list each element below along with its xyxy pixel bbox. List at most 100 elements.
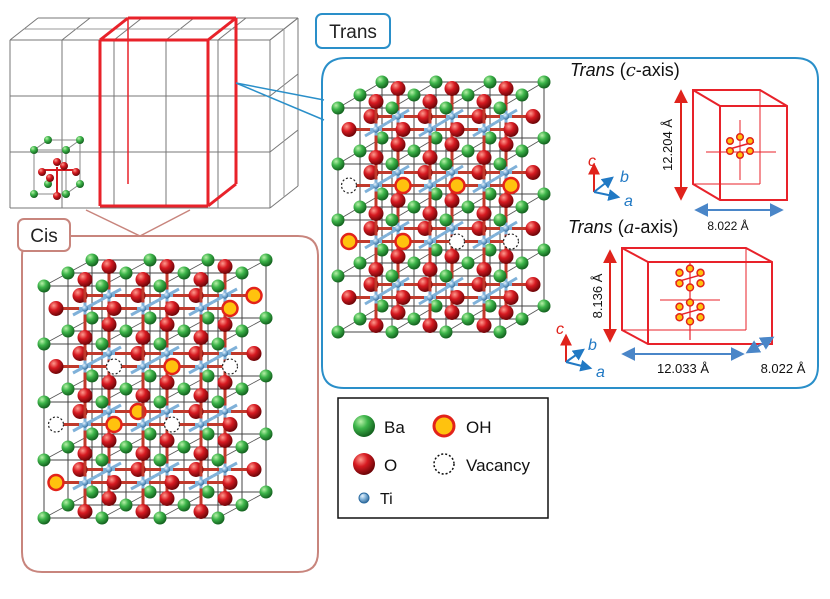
mini-ba-atom bbox=[62, 190, 70, 198]
o-atom bbox=[48, 301, 64, 316]
oh-site bbox=[675, 302, 684, 311]
o-atom bbox=[525, 221, 541, 236]
o-atom bbox=[390, 249, 406, 264]
trans-a-title: Trans (a-axis) bbox=[568, 217, 678, 238]
vacancy bbox=[502, 233, 520, 250]
ba-atom bbox=[515, 88, 529, 102]
ba-atom bbox=[119, 266, 133, 280]
o-atom bbox=[503, 122, 519, 137]
ba-atom bbox=[201, 369, 215, 383]
o-atom bbox=[193, 504, 209, 519]
trans-c-box bbox=[692, 89, 788, 201]
axis-b-label-2: b bbox=[588, 337, 597, 354]
ba-atom bbox=[85, 253, 99, 267]
ba-atom bbox=[375, 131, 389, 145]
ti-atom bbox=[448, 281, 456, 288]
trans-c-title-d: -axis) bbox=[636, 60, 680, 80]
mini-o-atom bbox=[53, 192, 61, 200]
o-atom bbox=[498, 193, 514, 208]
ba-atom bbox=[385, 213, 399, 227]
o-atom bbox=[422, 206, 438, 221]
o-atom bbox=[159, 317, 175, 332]
trans-c-title-c: c bbox=[626, 60, 636, 81]
ti-atom bbox=[480, 238, 488, 245]
ba-atom bbox=[429, 131, 443, 145]
ba-atom bbox=[177, 382, 191, 396]
ba-atom bbox=[537, 299, 551, 313]
red-box-edge bbox=[207, 182, 237, 208]
vacancy bbox=[340, 177, 358, 194]
ba-atom bbox=[153, 511, 167, 525]
o-atom bbox=[101, 259, 117, 274]
o-atom bbox=[101, 433, 117, 448]
oh-site bbox=[685, 317, 695, 326]
ba-atom bbox=[201, 253, 215, 267]
o-atom bbox=[217, 317, 233, 332]
trans-c-title: Trans (c-axis) bbox=[570, 60, 680, 81]
ba-atom bbox=[375, 299, 389, 313]
zoom-line-top bbox=[235, 82, 325, 101]
ba-atom bbox=[439, 325, 453, 339]
axis-triad-a: c b a bbox=[556, 321, 605, 381]
axis-c-label-1: c bbox=[588, 153, 596, 170]
ba-atom bbox=[119, 498, 133, 512]
o-atom bbox=[222, 475, 238, 490]
legend-ba-icon bbox=[353, 415, 375, 437]
ba-atom bbox=[61, 382, 75, 396]
ti-atom bbox=[426, 126, 434, 133]
o-atom bbox=[368, 206, 384, 221]
ti-atom bbox=[105, 350, 113, 357]
axis-b-label-1: b bbox=[620, 169, 629, 186]
ba-atom bbox=[515, 144, 529, 158]
ba-atom bbox=[95, 453, 109, 467]
ti-atom bbox=[139, 479, 147, 486]
ba-atom bbox=[439, 101, 453, 115]
mini-ba-atom bbox=[76, 136, 84, 144]
mini-o-atom bbox=[72, 168, 80, 176]
vacancy bbox=[105, 358, 123, 375]
mini-ba-atom bbox=[76, 180, 84, 188]
oh-site bbox=[696, 313, 705, 322]
ba-atom bbox=[515, 312, 529, 326]
ba-atom bbox=[439, 213, 453, 227]
ba-atom bbox=[461, 200, 475, 214]
a-depth-label: 8.022 Å bbox=[761, 361, 806, 376]
o-atom bbox=[503, 290, 519, 305]
a-width-label: 12.033 Å bbox=[657, 361, 709, 376]
ba-atom bbox=[143, 369, 157, 383]
o-atom bbox=[48, 359, 64, 374]
o-atom bbox=[390, 193, 406, 208]
o-atom bbox=[193, 272, 209, 287]
ba-atom bbox=[211, 453, 225, 467]
cis-crystal bbox=[37, 253, 273, 525]
ba-atom bbox=[483, 243, 497, 257]
legend-ba-label: Ba bbox=[384, 418, 405, 437]
o-atom bbox=[422, 318, 438, 333]
ba-atom bbox=[493, 269, 507, 283]
ti-atom bbox=[81, 479, 89, 486]
ba-atom bbox=[259, 369, 273, 383]
ba-atom bbox=[515, 200, 529, 214]
ti-atom bbox=[139, 421, 147, 428]
oh-group bbox=[47, 473, 65, 492]
ba-atom bbox=[515, 256, 529, 270]
ba-atom bbox=[235, 440, 249, 454]
ba-atom bbox=[429, 299, 443, 313]
red-box-edge bbox=[207, 16, 237, 42]
ba-atom bbox=[375, 75, 389, 89]
mini-ba-atom bbox=[44, 136, 52, 144]
oh-group bbox=[502, 176, 520, 195]
ti-atom bbox=[394, 225, 402, 232]
cis-zoom-line-a bbox=[85, 209, 141, 237]
legend-vacancy-icon bbox=[433, 453, 455, 475]
o-atom bbox=[101, 491, 117, 506]
ti-atom bbox=[221, 408, 229, 415]
ba-atom bbox=[119, 324, 133, 338]
o-atom bbox=[422, 262, 438, 277]
ba-atom bbox=[235, 266, 249, 280]
ti-atom bbox=[197, 421, 205, 428]
oh-site bbox=[675, 268, 684, 277]
ba-atom bbox=[201, 485, 215, 499]
o-atom bbox=[193, 446, 209, 461]
